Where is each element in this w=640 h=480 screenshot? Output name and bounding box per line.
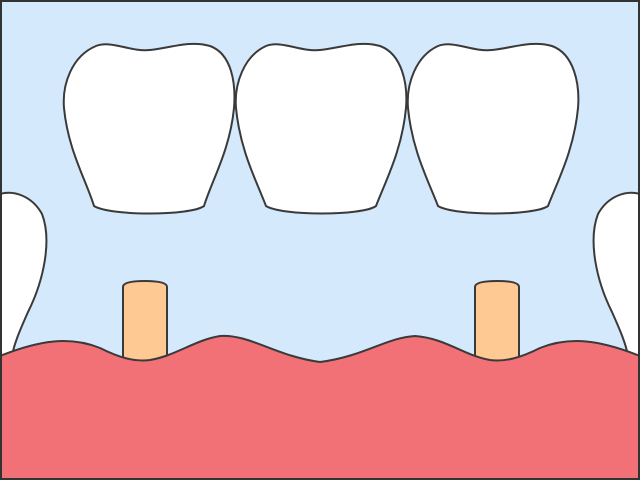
abutment-right <box>474 279 520 366</box>
abutment-left <box>122 279 168 366</box>
gum <box>0 334 640 480</box>
crown-right <box>406 42 580 215</box>
crown-middle <box>234 42 408 215</box>
left-neighbor-tooth <box>0 191 48 357</box>
right-neighbor-tooth <box>592 191 640 357</box>
crown-left <box>62 42 236 215</box>
